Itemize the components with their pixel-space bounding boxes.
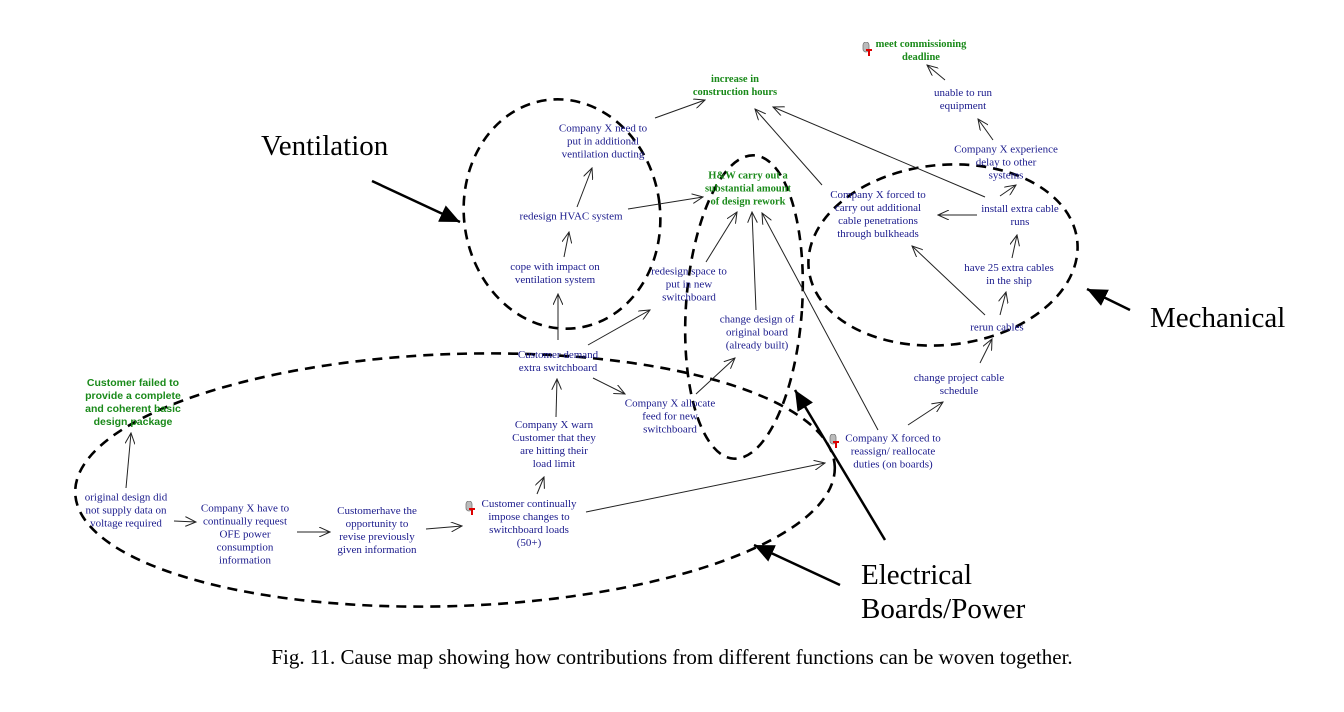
causal-arrow: [592, 377, 625, 394]
causal-arrow: [912, 246, 986, 316]
causal-arrow: [654, 100, 705, 119]
mechanical-group-outline: [807, 163, 1079, 347]
node-redesign-space-new-switchboard: redesign space to put in new switchboard: [651, 265, 727, 304]
causal-arrow: [927, 65, 946, 81]
causal-arrow: [564, 232, 569, 258]
node-hw-design-rework: H&W carry out a substantial amount of de…: [704, 170, 792, 208]
node-redesign-hvac-system: redesign HVAC system: [519, 210, 623, 223]
causal-arrow: [979, 339, 992, 364]
node-rerun-cables: rerun cables: [970, 321, 1024, 334]
node-original-design-no-voltage-data: original design did not supply data on v…: [84, 491, 168, 530]
electrical-boards-power-label: Electrical Boards/Power: [861, 559, 1026, 625]
causal-arrow: [978, 119, 994, 141]
node-change-project-cable-schedule: change project cable schedule: [913, 372, 1005, 397]
node-company-x-forced-cable-penetrations: Company X forced to carry out additional…: [830, 189, 926, 240]
node-customer-demand-extra-switchboard: Customer demand extra switchboard: [517, 349, 599, 374]
electrical-pointer-arrow-1: [753, 543, 841, 587]
node-company-x-request-ofe-info: Company X have to continually request OF…: [200, 502, 290, 567]
node-company-x-need-ventilation-ducting: Company X need to put in additional vent…: [558, 122, 648, 161]
ventilation-pointer-arrow: [371, 179, 461, 224]
electrical-pointer-arrow-2: [793, 389, 887, 541]
node-unable-to-run-equipment: unable to run equipment: [933, 87, 993, 112]
node-increase-construction-hours: increase in construction hours: [692, 74, 778, 98]
node-install-extra-cable-runs: install extra cable runs: [981, 203, 1059, 228]
causal-arrow: [762, 213, 879, 431]
causal-arrow: [752, 212, 756, 311]
node-customer-opportunity-revise: Customerhave the opportunity to revise p…: [337, 505, 417, 556]
causal-arrow: [576, 168, 592, 208]
causal-arrow: [556, 379, 557, 418]
electrical-group-outline: [73, 352, 837, 608]
figure-caption: Fig. 11. Cause map showing how contribut…: [271, 645, 1073, 669]
node-cope-with-impact-ventilation: cope with impact on ventilation system: [510, 261, 600, 286]
node-have-25-extra-cables: have 25 extra cables in the ship: [964, 262, 1054, 287]
node-company-x-forced-reassign-duties: Company X forced to reassign/ reallocate…: [845, 432, 941, 471]
flag-icon: [829, 434, 839, 448]
ventilation-group-outline: [462, 98, 662, 330]
causal-arrow: [773, 107, 986, 198]
causal-arrow: [126, 433, 131, 489]
node-company-x-experience-delay: Company X experience delay to other syst…: [954, 143, 1058, 182]
causal-arrow: [587, 310, 650, 346]
flag-icon: [862, 42, 872, 56]
node-customer-failed-design-package: Customer failed to provide a complete an…: [85, 377, 181, 428]
causal-arrow: [173, 521, 196, 522]
node-meet-commissioning-deadline: meet commissioning deadline: [875, 39, 967, 63]
causal-arrow: [755, 109, 823, 186]
causal-arrow: [537, 477, 544, 495]
flag-icon: [465, 501, 475, 515]
causal-arrow: [907, 402, 943, 426]
causal-arrow: [585, 463, 825, 513]
mechanical-pointer-arrow: [1086, 287, 1131, 312]
causal-arrow: [999, 185, 1016, 197]
node-customer-impose-changes: Customer continually impose changes to s…: [481, 498, 577, 549]
causal-arrow: [425, 526, 462, 529]
mechanical-label: Mechanical: [1150, 302, 1286, 334]
causal-arrow: [627, 197, 703, 210]
node-company-x-warn-customer: Company X warn Customer that they are hi…: [512, 419, 596, 470]
causal-arrow: [695, 358, 735, 395]
design-rework-group-outline: [683, 154, 805, 460]
causal-arrow: [1000, 292, 1006, 316]
node-company-x-allocate-feed: Company X allocate feed for new switchbo…: [624, 397, 716, 436]
causal-arrow: [1012, 235, 1017, 259]
ventilation-label: Ventilation: [261, 130, 389, 162]
causal-arrow: [705, 212, 737, 263]
node-change-design-original-board: change design of original board (already…: [719, 313, 795, 352]
